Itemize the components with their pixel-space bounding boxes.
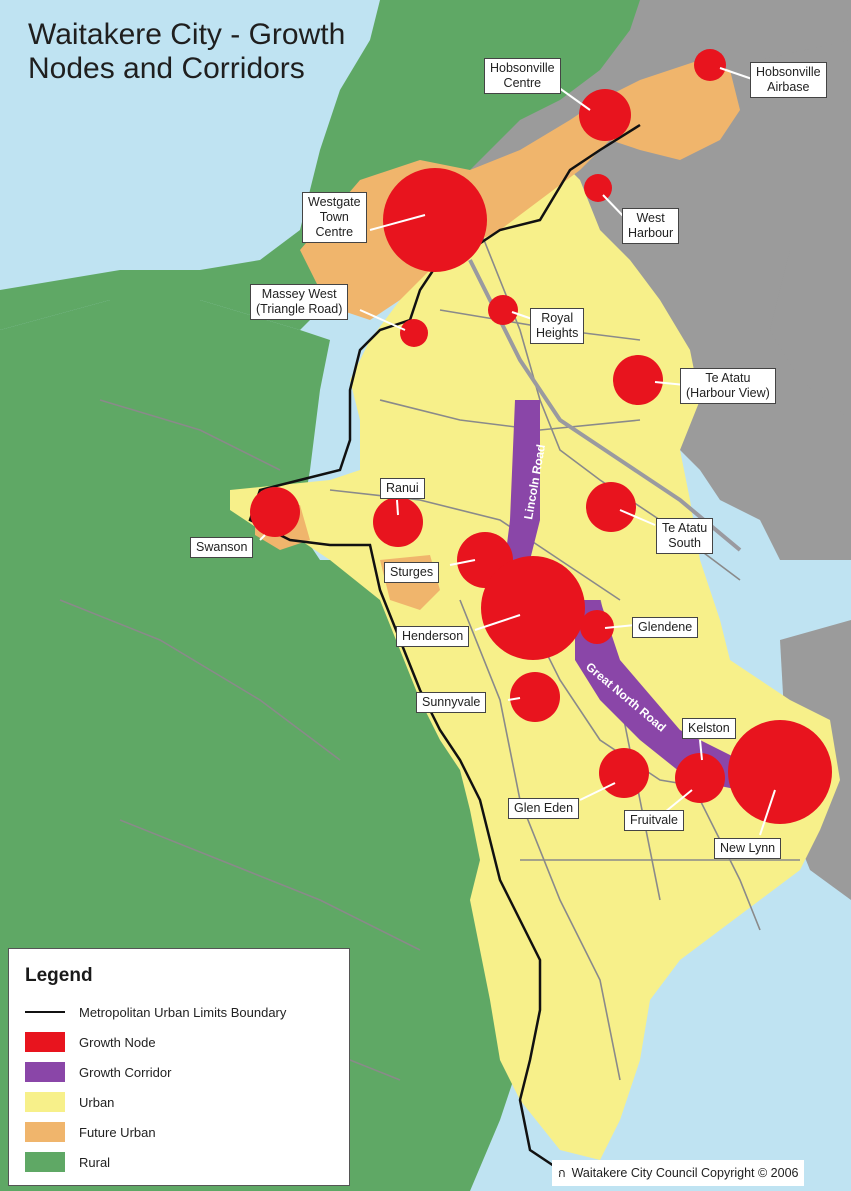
label-line: Harbour — [628, 226, 674, 240]
label-line: Centre — [315, 225, 354, 239]
label-ranui: Ranui — [380, 478, 425, 499]
lincoln-road-corridor — [505, 400, 540, 560]
label-line: Henderson — [402, 629, 464, 643]
label-fruitvale: Fruitvale — [624, 810, 684, 831]
label-line: West — [636, 211, 665, 225]
label-kelston: Kelston — [682, 718, 736, 739]
label-westgate: Westgate Town Centre — [302, 192, 367, 243]
label-line: Airbase — [767, 80, 810, 94]
legend-item-boundary: Metropolitan Urban Limits Boundary — [25, 1001, 286, 1023]
node-ranui — [373, 497, 423, 547]
legend-label: Growth Node — [79, 1034, 156, 1050]
rural-area — [0, 0, 640, 330]
map-title: Waitakere City - Growth Nodes and Corrid… — [28, 18, 345, 86]
great-north-road-corridor — [575, 600, 740, 790]
legend-item-urban: Urban — [25, 1091, 114, 1113]
legend-swatch-future-urban — [25, 1122, 65, 1142]
legend-label: Rural — [79, 1154, 111, 1170]
label-line: Town — [319, 210, 349, 224]
council-logo-icon: ก — [558, 1166, 566, 1180]
label-royal-heights: Royal Heights — [530, 308, 585, 344]
label-line: Sunnyvale — [422, 695, 481, 709]
label-line: Swanson — [196, 540, 248, 554]
copyright: ก Waitakere City Council Copyright © 2006 — [552, 1160, 805, 1186]
label-line: South — [668, 536, 701, 550]
legend-item-growth-corridor: Growth Corridor — [25, 1061, 171, 1083]
label-new-lynn: New Lynn — [714, 838, 782, 859]
node-west-harbour — [584, 174, 612, 202]
label-west-harbour: West Harbour — [622, 208, 680, 244]
label-hobsonville-airbase: Hobsonville Airbase — [750, 62, 827, 98]
legend-swatch-urban — [25, 1092, 65, 1112]
other-land-east — [760, 40, 851, 420]
label-line: (Triangle Road) — [256, 302, 343, 316]
node-glen-eden — [599, 748, 649, 798]
label-line: Westgate — [308, 195, 361, 209]
label-line: Hobsonville — [756, 65, 821, 79]
node-te-atatu-harbour — [613, 355, 663, 405]
map-title-line1: Waitakere City - Growth — [28, 18, 346, 51]
legend-item-growth-node: Growth Node — [25, 1031, 156, 1053]
label-hobsonville-centre: Hobsonville Centre — [484, 58, 561, 94]
label-line: Sturges — [390, 565, 434, 579]
label-line: Glen Eden — [514, 801, 574, 815]
node-royal-heights — [488, 295, 518, 325]
label-te-atatu-south: Te Atatu South — [656, 518, 714, 554]
node-hobsonville-centre — [579, 89, 631, 141]
label-line: Glendene — [638, 620, 693, 634]
legend-label: Future Urban — [79, 1124, 156, 1140]
label-line: Fruitvale — [630, 813, 678, 827]
legend-swatch-boundary — [25, 1011, 65, 1013]
node-kelston — [675, 753, 725, 803]
node-westgate — [383, 168, 487, 272]
label-sturges: Sturges — [384, 562, 440, 583]
legend-item-future-urban: Future Urban — [25, 1121, 156, 1143]
node-hobsonville-airbase — [694, 49, 726, 81]
label-line: Massey West — [261, 287, 337, 301]
motorway — [468, 259, 742, 552]
label-line: Te Atatu — [705, 371, 751, 385]
label-te-atatu-harbour: Te Atatu (Harbour View) — [680, 368, 776, 404]
label-line: New Lynn — [720, 841, 776, 855]
node-te-atatu-south — [586, 482, 636, 532]
label-line: Royal — [541, 311, 574, 325]
legend-swatch-rural — [25, 1152, 65, 1172]
label-leader-lines — [259, 67, 776, 836]
node-glendene — [580, 610, 614, 644]
legend-label: Metropolitan Urban Limits Boundary — [79, 1004, 287, 1020]
legend-swatch-growth-node — [25, 1032, 65, 1052]
label-sunnyvale: Sunnyvale — [416, 692, 487, 713]
label-swanson: Swanson — [190, 537, 254, 558]
legend-title: Legend — [25, 965, 93, 986]
legend: Legend Metropolitan Urban Limits Boundar… — [8, 948, 350, 1186]
label-line: Kelston — [688, 721, 730, 735]
copyright-text: Waitakere City Council Copyright © 2006 — [571, 1166, 799, 1180]
label-massey-west: Massey West (Triangle Road) — [250, 284, 349, 320]
legend-swatch-growth-corridor — [25, 1062, 65, 1082]
legend-label: Urban — [79, 1094, 115, 1110]
node-new-lynn — [728, 720, 832, 824]
growth-nodes — [250, 49, 832, 824]
legend-label: Growth Corridor — [79, 1064, 172, 1080]
label-line: Hobsonville — [490, 61, 555, 75]
urban-area — [230, 160, 840, 1160]
label-henderson: Henderson — [396, 626, 470, 647]
label-line: (Harbour View) — [686, 386, 770, 400]
map-title-line2: Nodes and Corridors — [28, 52, 305, 85]
node-massey-west — [400, 319, 428, 347]
label-line: Centre — [503, 76, 542, 90]
node-henderson — [481, 556, 585, 660]
label-line: Te Atatu — [662, 521, 708, 535]
label-glendene: Glendene — [632, 617, 699, 638]
node-swanson — [250, 487, 300, 537]
label-line: Heights — [536, 326, 579, 340]
label-line: Ranui — [386, 481, 419, 495]
label-glen-eden: Glen Eden — [508, 798, 580, 819]
legend-item-rural: Rural — [25, 1151, 110, 1173]
node-sunnyvale — [510, 672, 560, 722]
